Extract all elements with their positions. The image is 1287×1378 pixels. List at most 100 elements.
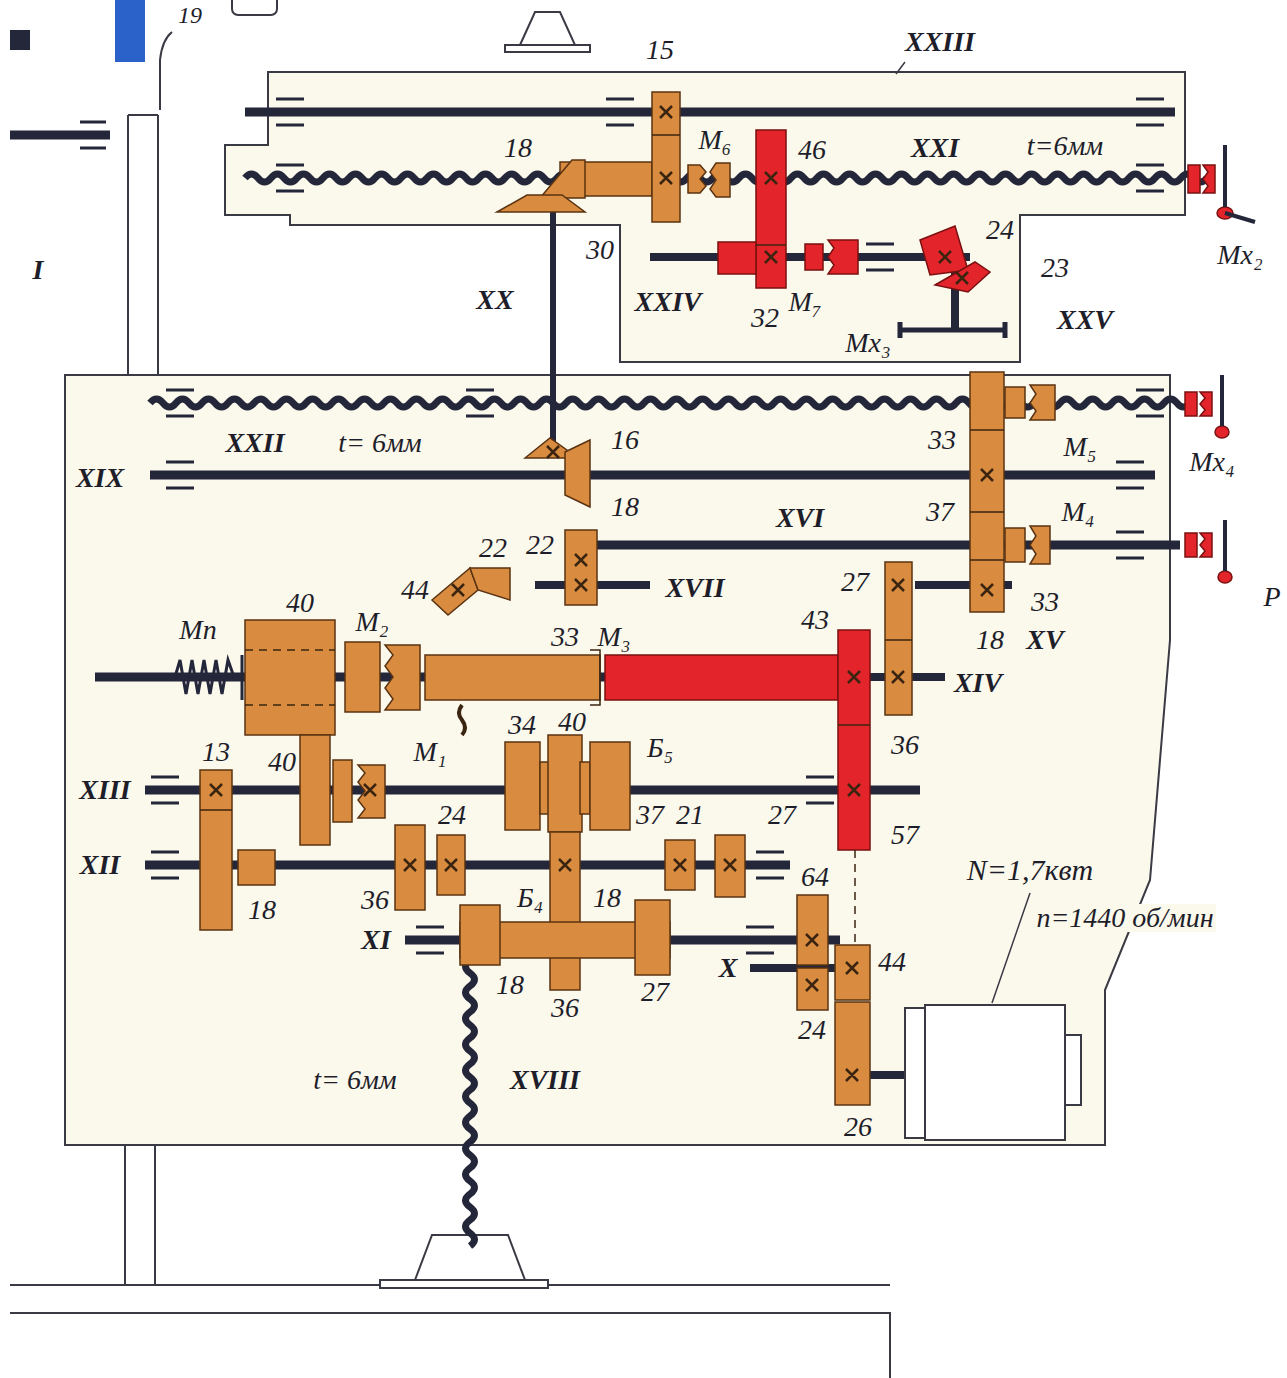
shaft-number: XXIII	[903, 28, 977, 56]
gear-teeth-number: 18	[591, 884, 623, 912]
column-outline	[128, 115, 158, 375]
shaft-number: XIX	[74, 464, 126, 492]
gear-teeth-number: 18	[974, 626, 1006, 654]
clutch-label: Mп	[177, 616, 218, 644]
drawing-part	[905, 1005, 1081, 1140]
gear-teeth-number: 18	[494, 971, 526, 999]
gear-teeth-number: 36	[359, 886, 391, 914]
screw-pitch: t= 6мм	[336, 429, 423, 457]
claw-clutch	[1005, 526, 1050, 564]
shaft-number: XVII	[663, 574, 726, 602]
bevel-gear	[920, 226, 968, 275]
shaft	[595, 541, 1180, 550]
motor	[1065, 1035, 1081, 1105]
gear	[580, 762, 590, 814]
gear-teeth-number: 33	[549, 623, 581, 651]
gear-teeth-number: 40	[266, 748, 298, 776]
gear-teeth-number: 24	[796, 1016, 828, 1044]
gear	[835, 945, 870, 1000]
clutch-label: M₂	[353, 608, 390, 636]
gear-teeth-number: 44	[876, 948, 908, 976]
spring	[175, 655, 242, 700]
gear	[425, 655, 600, 700]
gear-teeth-number: 40	[284, 589, 316, 617]
screw-nut	[380, 1235, 548, 1288]
gear-teeth-number: 27	[766, 801, 798, 829]
handle-knob	[1215, 426, 1229, 438]
gear-block-label: Б₄	[515, 884, 545, 912]
clutch-label: M₇	[786, 288, 823, 316]
gear-teeth-number: 24	[436, 801, 468, 829]
lead-screw	[466, 960, 475, 1246]
gear-teeth-number: 24	[984, 216, 1016, 244]
leg-outline	[10, 1145, 890, 1378]
spindle-part	[115, 0, 145, 62]
table-housing	[225, 72, 1185, 362]
shaft-number: XVIII	[508, 1066, 582, 1094]
shaft-number: XXII	[223, 429, 286, 457]
gear-block-label: Б₅	[645, 734, 675, 762]
bearing	[80, 122, 106, 148]
shaft-number: XII	[78, 851, 122, 879]
gear-teeth-number: 21	[674, 801, 706, 829]
clutch-label: Mx₂	[1215, 241, 1265, 269]
gear	[238, 850, 275, 885]
clutch-label: M₅	[1061, 433, 1098, 461]
shaft-number: XIV	[952, 669, 1004, 697]
drawing-part	[1222, 145, 1255, 571]
shaft-number: I	[31, 256, 46, 284]
gear	[718, 242, 756, 274]
gear	[590, 742, 630, 830]
claw-clutch	[345, 642, 420, 712]
gear-teeth-number: 37	[924, 498, 956, 526]
claw-clutch	[688, 165, 706, 193]
motor-spec: n=1440 об/мин	[1034, 904, 1215, 932]
gear	[756, 130, 786, 288]
handwheel	[1223, 520, 1227, 571]
gear-teeth-number: 30	[584, 236, 616, 264]
gear	[970, 372, 1004, 612]
claw-clutch	[1188, 165, 1215, 193]
gear	[565, 530, 597, 605]
bevel-gear	[540, 160, 585, 198]
shaft-number: XXI	[909, 134, 961, 162]
gear	[395, 825, 425, 910]
gear	[245, 620, 335, 735]
gear-teeth-number: 18	[246, 896, 278, 924]
handwheel	[1225, 145, 1255, 222]
shaft	[245, 108, 1175, 117]
gear-teeth-number: 43	[799, 606, 831, 634]
column-outline	[160, 32, 172, 110]
gear-teeth-number: 37	[634, 801, 666, 829]
gear	[460, 905, 500, 965]
gear-divider	[200, 135, 1004, 810]
gear-teeth-number: 46	[796, 136, 828, 164]
gear-teeth-number: 22	[524, 531, 556, 559]
gear-teeth-number: 36	[889, 731, 921, 759]
motor-spec: N=1,7квт	[965, 855, 1095, 885]
bevel-gear	[470, 568, 510, 600]
top-part	[232, 0, 277, 15]
gear-teeth-number: 32	[749, 304, 781, 332]
gear-teeth-number: 13	[200, 738, 232, 766]
bevel-gear	[497, 195, 585, 212]
claw-clutch	[805, 240, 858, 274]
handwheel	[900, 322, 1005, 338]
squiggle	[459, 705, 465, 735]
bracket	[590, 650, 600, 705]
claw-clutch	[1185, 533, 1212, 557]
gear	[797, 895, 828, 965]
gear	[835, 1002, 870, 1105]
gear-teeth-number: 23	[1039, 254, 1071, 282]
screw-nut	[505, 12, 590, 52]
gear-teeth-number: 18	[502, 134, 534, 162]
gear-teeth-number: 64	[799, 863, 831, 891]
drawing-part	[175, 135, 1004, 945]
handle-label: Р	[1261, 583, 1282, 611]
screw-pitch: t=6мм	[1025, 132, 1105, 160]
gear-teeth-number: 15	[644, 36, 676, 64]
gear-teeth-number: 16	[609, 426, 641, 454]
gear-teeth-number: 26	[842, 1113, 874, 1141]
shaft-number: XXIV	[633, 288, 704, 316]
